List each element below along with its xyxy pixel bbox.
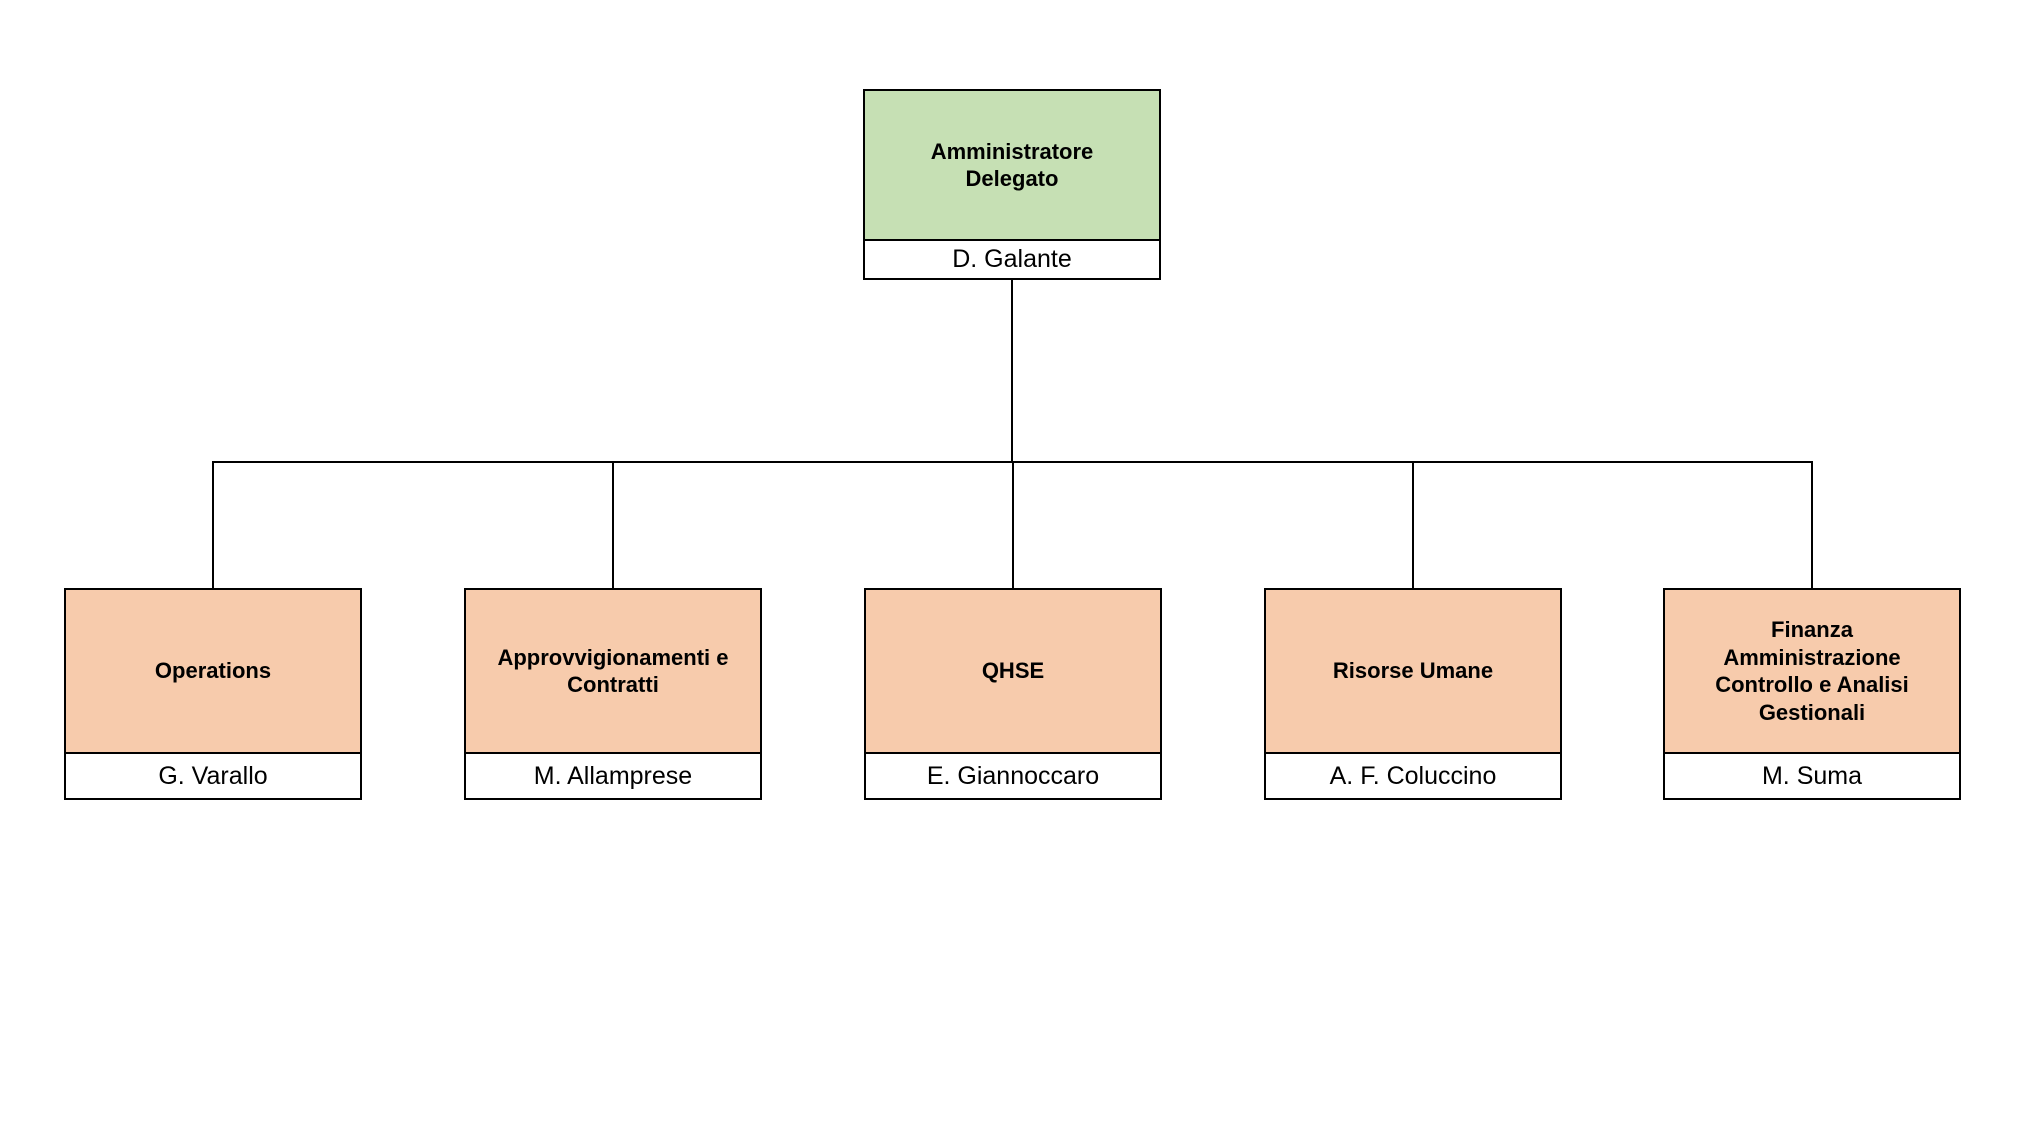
org-box-title: Finanza Amministrazione Controllo e Anal… bbox=[1665, 590, 1959, 754]
org-box-operations: Operations G. Varallo bbox=[64, 588, 362, 800]
org-box-title: Approvvigionamenti e Contratti bbox=[466, 590, 760, 754]
org-box-finanza-amministrazione: Finanza Amministrazione Controllo e Anal… bbox=[1663, 588, 1961, 800]
org-box-title: Risorse Umane bbox=[1266, 590, 1560, 754]
org-box-name: A. F. Coluccino bbox=[1266, 754, 1560, 798]
org-box-name: M. Allamprese bbox=[466, 754, 760, 798]
org-box-name: E. Giannoccaro bbox=[866, 754, 1160, 798]
org-box-title: Operations bbox=[66, 590, 360, 754]
org-box-qhse: QHSE E. Giannoccaro bbox=[864, 588, 1162, 800]
org-box-approvvigionamenti-e-contratti: Approvvigionamenti e Contratti M. Allamp… bbox=[464, 588, 762, 800]
org-box-risorse-umane: Risorse Umane A. F. Coluccino bbox=[1264, 588, 1562, 800]
org-box-amministratore-delegato: Amministratore Delegato D. Galante bbox=[863, 89, 1161, 280]
org-box-name: M. Suma bbox=[1665, 754, 1959, 798]
org-box-name: D. Galante bbox=[865, 241, 1159, 278]
org-box-name: G. Varallo bbox=[66, 754, 360, 798]
org-box-title: Amministratore Delegato bbox=[865, 91, 1159, 241]
org-box-title: QHSE bbox=[866, 590, 1160, 754]
